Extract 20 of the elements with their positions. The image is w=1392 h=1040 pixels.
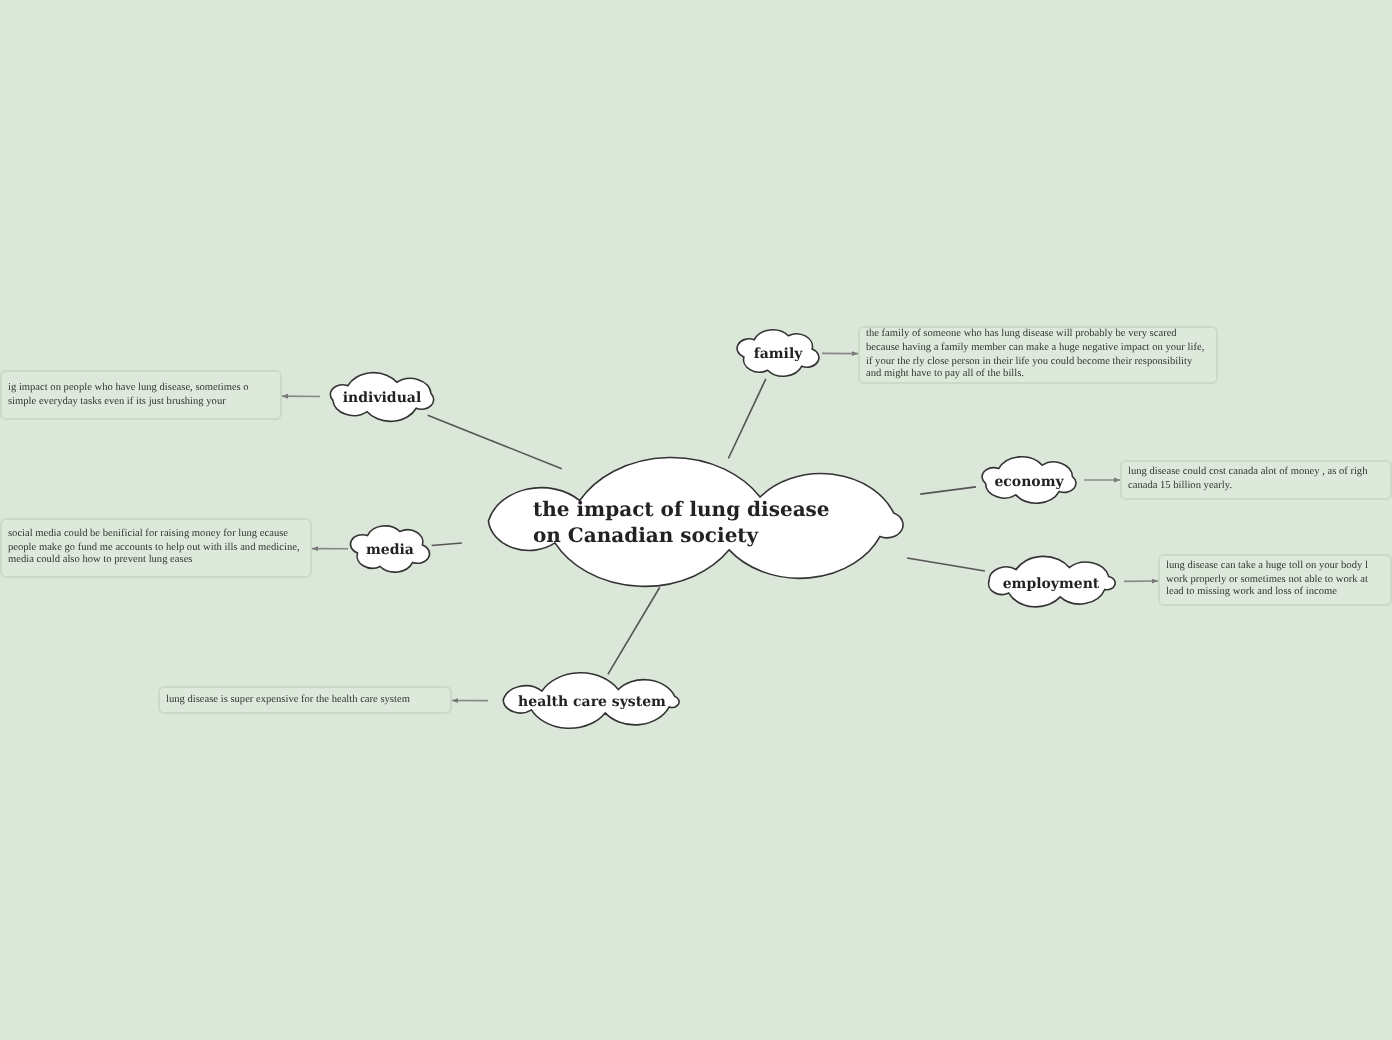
arrow	[281, 393, 321, 399]
connector-line	[426, 414, 563, 470]
connector-line	[919, 486, 977, 495]
note-box	[0, 370, 282, 420]
connector-line	[430, 542, 463, 547]
connector-line	[727, 378, 767, 460]
note-box	[158, 686, 452, 714]
connector-line	[906, 557, 986, 572]
arrow	[1123, 578, 1159, 584]
note-box	[0, 518, 312, 578]
topic-label: the impact of lung disease on Canadian society	[533, 497, 832, 549]
connector-line	[607, 586, 661, 676]
note-box	[1158, 554, 1392, 606]
topic-cloud	[346, 520, 434, 578]
arrow	[451, 697, 489, 704]
arrow	[311, 546, 349, 552]
topic-cloud	[732, 324, 824, 382]
arrow	[1083, 477, 1121, 483]
note-box	[1120, 460, 1392, 500]
arrow	[821, 351, 859, 357]
